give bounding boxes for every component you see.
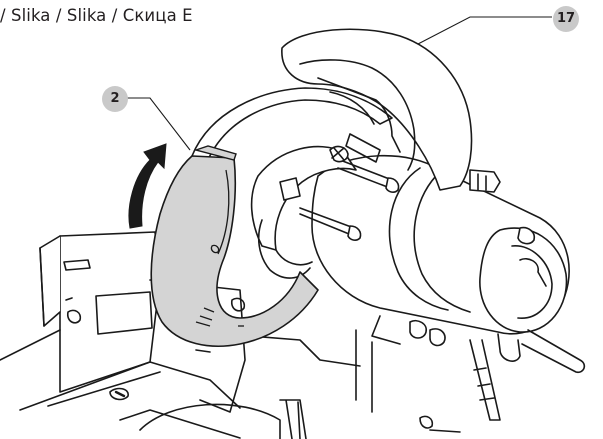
- saw-base: [59, 231, 161, 393]
- saw-handle: [281, 28, 473, 191]
- callout-17-leader: [417, 16, 552, 45]
- callout-17: 17: [553, 6, 579, 32]
- blade-housing: [191, 87, 393, 163]
- blade-guard: [150, 155, 319, 347]
- callout-2: 2: [102, 86, 128, 112]
- figure-caption: / Slika / Slika / Скица E: [0, 6, 193, 25]
- callout-2-leader: [126, 97, 191, 151]
- upward-curved-arrow-icon: [128, 143, 167, 229]
